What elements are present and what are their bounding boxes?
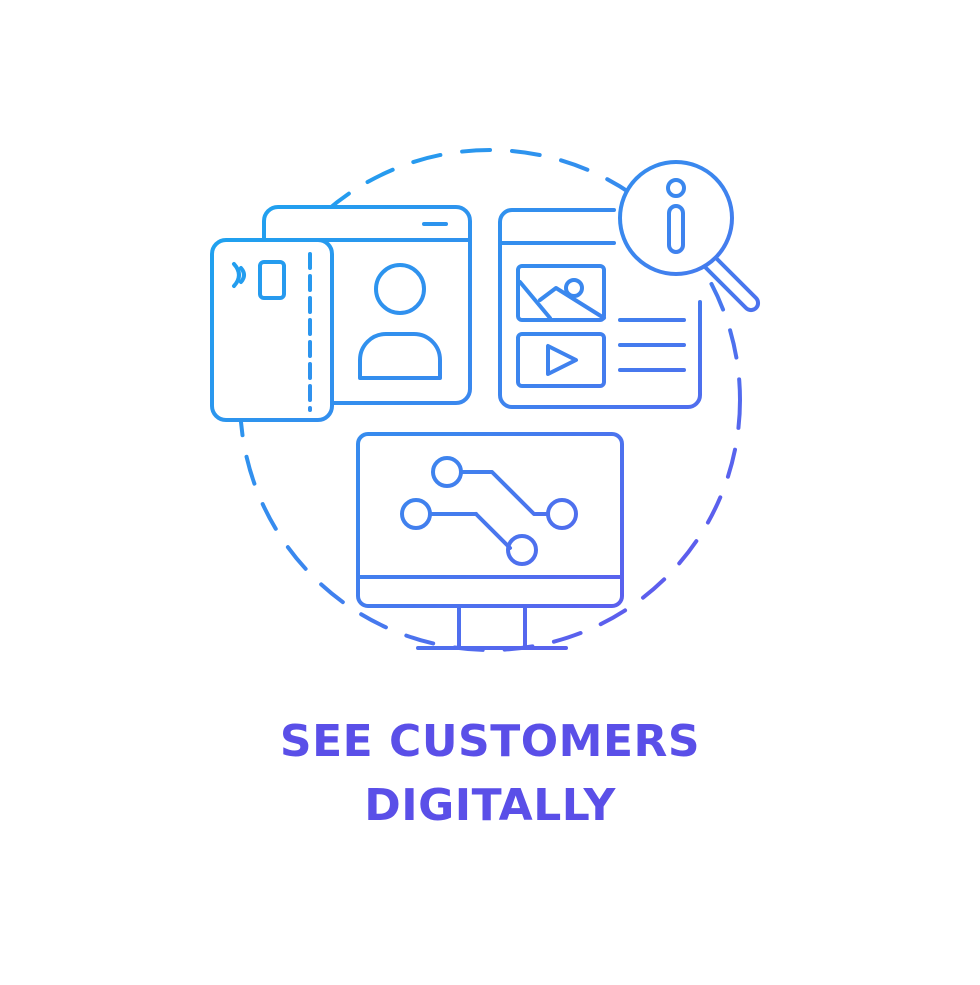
concept-title-line-1: SEE CUSTOMERS xyxy=(279,716,701,767)
info-magnifier-icon xyxy=(618,160,761,313)
user-shoulders xyxy=(358,332,442,380)
image-icon xyxy=(516,264,606,322)
media-content-window-icon xyxy=(498,208,702,409)
contactless-icon xyxy=(232,262,246,288)
text-lines xyxy=(618,318,686,372)
concept-title-line-2: DIGITALLY xyxy=(364,780,616,831)
card-chip xyxy=(258,260,286,300)
monitor-icon xyxy=(356,432,624,650)
info-dot xyxy=(666,178,686,198)
info-bar xyxy=(667,204,685,254)
play-video-icon xyxy=(516,332,606,388)
data-flow-nodes-icon xyxy=(400,456,578,566)
payment-card-icon xyxy=(210,238,334,422)
dashed-circle-frame xyxy=(238,148,742,652)
user-head xyxy=(374,263,426,315)
